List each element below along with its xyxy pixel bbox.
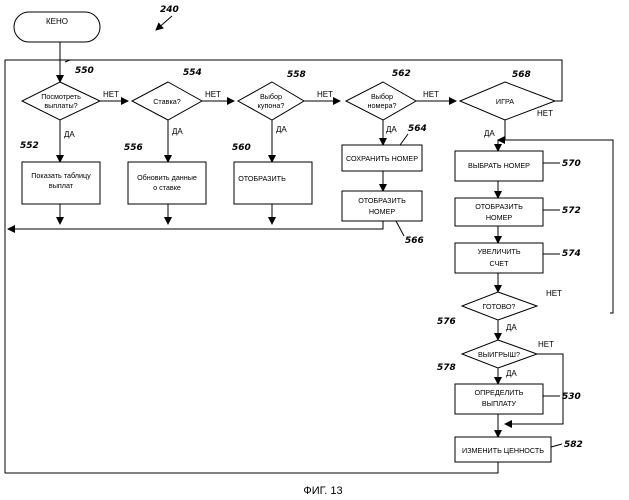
yes-label-558: ДА: [276, 125, 287, 134]
no-label-550: НЕТ: [103, 90, 119, 99]
decision-562-line2: номера?: [368, 101, 397, 110]
process-572-line2: НОМЕР: [486, 213, 513, 222]
process-574-ref: 574: [562, 249, 581, 259]
process-582-ref: 582: [564, 440, 583, 450]
yes-label-550: ДА: [64, 130, 75, 139]
figure-number: 240: [160, 5, 179, 15]
no-label-554: НЕТ: [205, 90, 221, 99]
process-556-line2: о ставке: [153, 183, 181, 192]
process-574-line2: СЧЕТ: [490, 259, 510, 268]
process-556-line1: Обновить данные: [137, 173, 197, 182]
process-552-ref: 552: [20, 141, 39, 151]
process-570-line1: ВЫБРАТЬ НОМЕР: [468, 161, 530, 170]
yes-label-562: ДА: [386, 125, 397, 134]
process-564-ref-leader: [400, 134, 408, 145]
process-564-ref: 564: [408, 124, 427, 134]
decision-578-ref: 578: [437, 363, 456, 373]
process-566-ref: 566: [405, 236, 424, 246]
decision-568-ref: 568: [512, 70, 531, 80]
process-582-ref-leader: [551, 444, 562, 447]
process-582-line1: ИЗМЕНИТЬ ЦЕННОСТЬ: [462, 446, 544, 455]
decision-578-line1: ВЫИГРЫШ?: [478, 350, 520, 359]
process-566-line2: НОМЕР: [369, 207, 396, 216]
decision-558-line2: купона?: [258, 101, 285, 110]
process-530-line2: ВЫПЛАТУ: [482, 399, 517, 408]
process-560: [234, 162, 312, 204]
decision-558-line1: Выбор: [260, 92, 282, 101]
decision-568-line1: ИГРА: [496, 97, 514, 106]
process-566-line1: ОТОБРАЗИТЬ: [358, 196, 406, 205]
figure-caption: ФИГ. 13: [303, 485, 342, 497]
process-552-line1: Показать таблицу: [31, 171, 91, 180]
yes-label-568: ДА: [484, 129, 495, 138]
decision-562-ref: 562: [392, 69, 411, 79]
decision-562-line1: Выбор: [371, 92, 393, 101]
decision-558-ref: 558: [287, 70, 306, 80]
yes-label-554: ДА: [172, 127, 183, 136]
process-566-ref-leader: [396, 221, 404, 236]
no-label-578: НЕТ: [538, 340, 554, 349]
process-560-line1: ОТОБРАЗИТЬ: [238, 174, 286, 183]
process-572-line1: ОТОБРАЗИТЬ: [475, 202, 523, 211]
process-564-line1: СОХРАНИТЬ НОМЕР: [346, 154, 418, 163]
process-556-ref: 556: [124, 143, 143, 153]
process-530-ref: 530: [562, 392, 581, 402]
no-label-576: НЕТ: [546, 289, 562, 298]
process-530-line1: ОПРЕДЕЛИТЬ: [475, 388, 524, 397]
decision-554-line1: Ставка?: [153, 97, 181, 106]
process-552-line2: выплат: [49, 181, 74, 190]
process-560-ref: 560: [232, 143, 251, 153]
decision-550-line1: Посмотреть: [41, 92, 81, 101]
figure-number-arrow: [156, 16, 172, 30]
decision-550-line2: выплаты?: [44, 101, 77, 110]
no-label-558: НЕТ: [317, 90, 333, 99]
process-574-line1: УВЕЛИЧИТЬ: [477, 247, 520, 256]
no-label-568: НЕТ: [537, 109, 553, 118]
yes-label-576: ДА: [506, 323, 517, 332]
decision-554-ref: 554: [183, 68, 202, 78]
start-label: КЕНО: [46, 17, 68, 26]
process-570-ref: 570: [562, 159, 581, 169]
process-572-ref: 572: [562, 206, 581, 216]
decision-550-ref: 550: [75, 66, 94, 76]
decision-576-line1: ГОТОВО?: [483, 302, 516, 311]
decision-576-ref: 576: [437, 317, 456, 327]
yes-label-578: ДА: [506, 369, 517, 378]
no-label-562: НЕТ: [423, 90, 439, 99]
